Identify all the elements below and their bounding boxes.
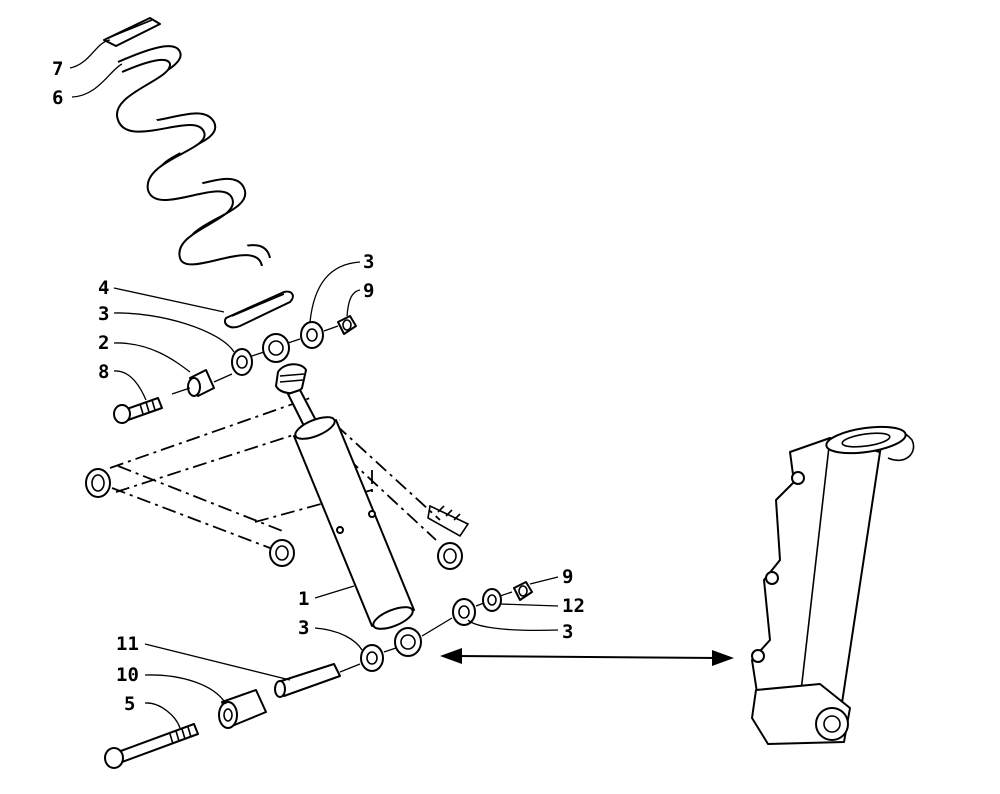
shock-absorber (275, 363, 422, 657)
lower-bolt (104, 723, 199, 769)
callout-9b: 9 (562, 566, 573, 588)
callout-4: 4 (98, 277, 109, 299)
lower-spacer (218, 689, 267, 729)
lower-sleeve (274, 663, 341, 698)
callout-10: 10 (116, 664, 139, 686)
upper-bushing-left (231, 348, 253, 376)
upper-sleeve (187, 369, 215, 397)
callout-8: 8 (98, 361, 109, 383)
callout-labels: 7 6 4 3 3 9 2 8 1 3 9 12 3 11 10 5 (52, 58, 585, 715)
callout-7: 7 (52, 58, 63, 80)
connection-arrow (440, 648, 734, 666)
leader-lines (69, 39, 559, 729)
lower-washer (482, 588, 502, 612)
spring-retainer (103, 17, 161, 47)
callout-9a: 9 (363, 280, 374, 302)
callout-11: 11 (116, 633, 139, 655)
a-arm-phantom (85, 397, 470, 570)
spindle (751, 425, 915, 745)
callout-12: 12 (562, 595, 585, 617)
shock-upper-eye (262, 333, 290, 363)
callout-3a: 3 (98, 303, 109, 325)
callout-2: 2 (98, 332, 109, 354)
spring-seat (224, 290, 294, 329)
callout-6: 6 (52, 87, 63, 109)
callout-3d: 3 (562, 621, 573, 643)
callout-5: 5 (124, 693, 135, 715)
upper-bushing-right (300, 321, 324, 349)
coil-spring (116, 45, 271, 267)
callout-3b: 3 (363, 251, 374, 273)
callout-1: 1 (298, 588, 309, 610)
lower-nut (513, 581, 533, 601)
upper-nut (337, 315, 357, 335)
lower-bushing-right (452, 598, 476, 626)
upper-bolt (113, 397, 163, 424)
lower-bushing-left (360, 644, 384, 672)
callout-3c: 3 (298, 617, 309, 639)
